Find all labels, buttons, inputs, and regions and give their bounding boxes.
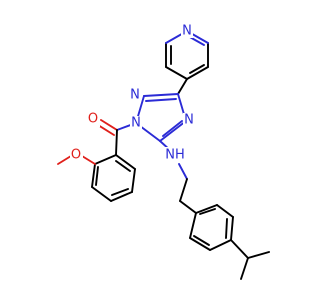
label-n-triazole-right: N <box>184 113 194 128</box>
carbonyl-group <box>97 119 118 136</box>
atom-n-triazole-top: N <box>129 88 141 103</box>
label-n-triazole-n1: N <box>131 116 141 131</box>
atom-o-carbonyl: O <box>87 112 100 127</box>
bond-carbonyl-aryl <box>115 129 118 156</box>
isopropylphenyl-ring <box>179 200 234 251</box>
atom-nh: NH <box>164 147 186 163</box>
triazole-ring <box>135 93 187 142</box>
isopropyl-group <box>230 239 270 280</box>
atom-n-triazole-right: N <box>183 113 195 128</box>
bond-ch2-ring <box>179 178 188 202</box>
bond-pyridine-triazole <box>177 78 188 95</box>
label-o-carbonyl: O <box>88 112 98 127</box>
bond-nh-ch2 <box>178 163 188 180</box>
atom-o-methoxy: O <box>70 148 83 163</box>
label-o-methoxy: O <box>71 148 81 163</box>
molecule-structure: N N N N NH O O <box>57 23 270 280</box>
atom-n-triazole-n1: N <box>130 116 142 131</box>
label-n-triazole-top: N <box>130 88 140 103</box>
structure-canvas: N N N N NH O O <box>57 23 270 280</box>
atom-n-pyridine: N <box>181 23 193 39</box>
label-nh: NH <box>165 148 185 163</box>
methoxy-group <box>57 155 96 165</box>
label-n-pyridine: N <box>182 24 192 39</box>
methoxyphenyl-ring <box>91 154 136 202</box>
